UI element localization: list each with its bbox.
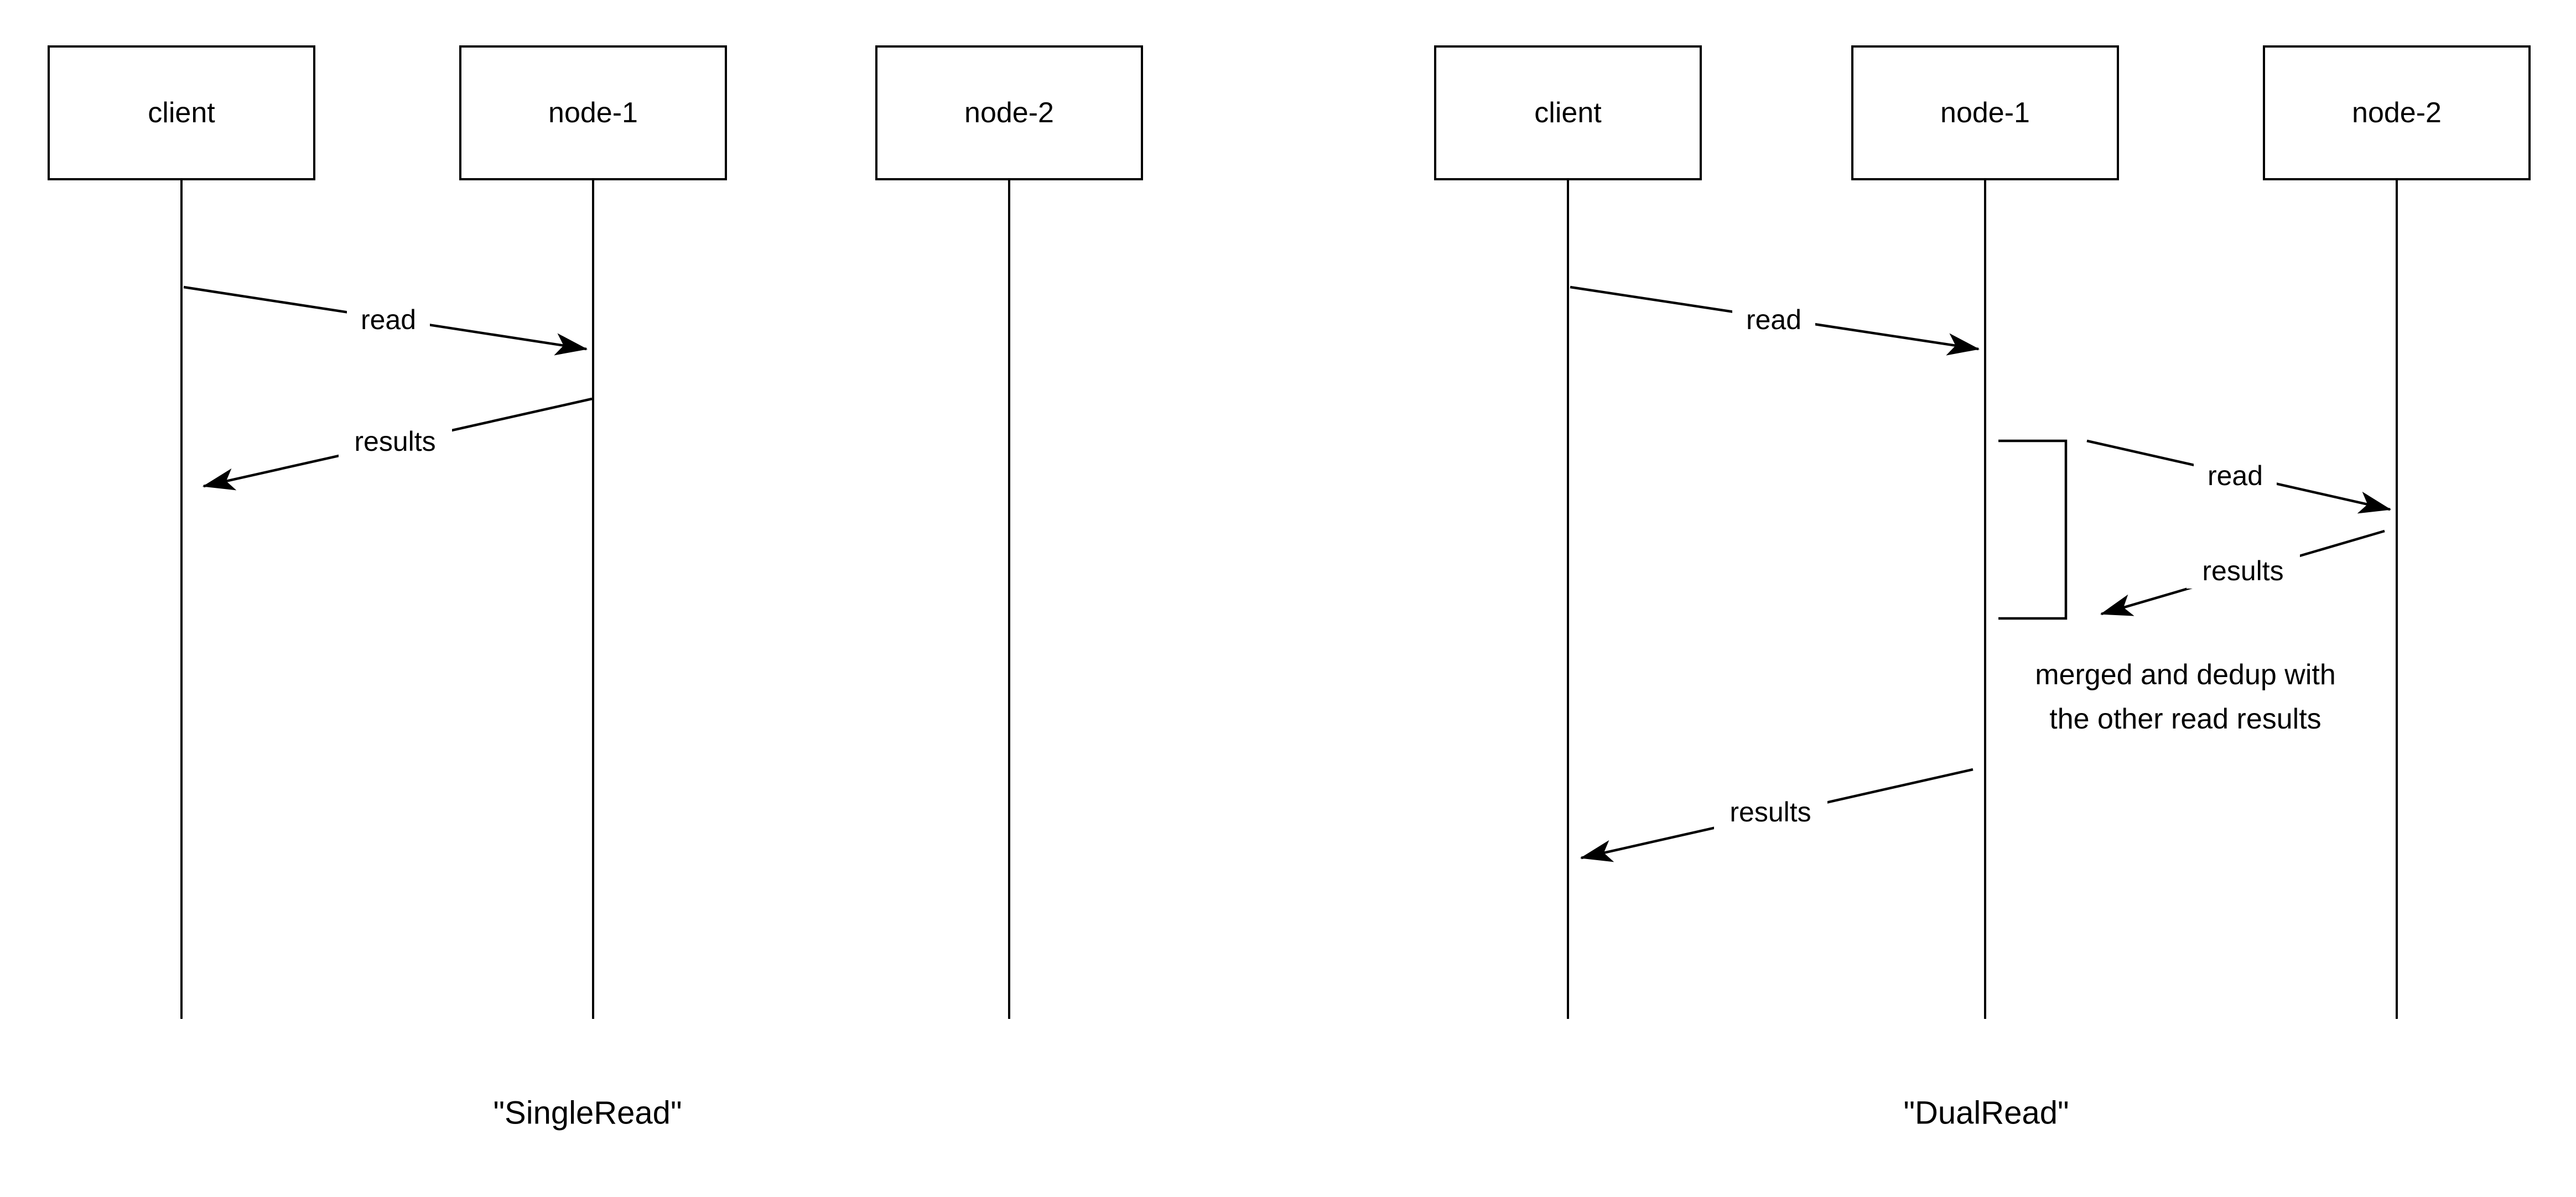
note-line-1: merged and dedup with [2035,659,2336,691]
diagram-caption-singleread: "SingleRead" [493,1095,682,1131]
actor-client: client [1434,45,1702,180]
actor-label: node-1 [1940,97,2030,129]
actor-node-2: node-2 [2263,45,2531,180]
actor-box [875,45,1143,180]
message-read-node1-to-node2: read [2086,439,2392,514]
diagram-caption-dualread: "DualRead" [1903,1095,2069,1131]
actor-box [1434,45,1702,180]
message-label: results [354,426,435,457]
message-label-background [1732,301,1815,337]
diagram-singleread: client node-1 node-2 read results "Singl… [48,45,1143,1131]
diagram-dualread: client node-1 node-2 read read resu [1434,45,2531,1131]
message-read-client-to-node1: read [1570,285,1980,356]
actor-label: node-1 [548,97,638,129]
actor-box [1851,45,2119,180]
message-label-background [1714,794,1827,830]
note-merged-dedup: merged and dedup with the other read res… [2035,659,2336,735]
message-label-background [2194,457,2277,493]
message-label: read [1746,304,1801,335]
message-read: read [183,285,588,356]
activation-bracket-node-1 [1998,439,2068,620]
message-results-node1-to-client: results [1580,768,1973,862]
actor-box [48,45,315,180]
message-label: read [361,304,416,335]
message-label-background [347,301,430,337]
message-label-background [339,424,452,459]
actor-label: node-2 [964,97,1054,129]
actor-label: client [1534,97,1602,129]
actor-node-2: node-2 [875,45,1143,180]
message-label-background [2187,553,2300,589]
actor-label: client [148,97,215,129]
message-label: results [2202,555,2283,586]
message-label: results [1730,797,1811,828]
actor-node-1: node-1 [459,45,727,180]
message-results-node2-to-node1: results [2100,529,2385,616]
actor-node-1: node-1 [1851,45,2119,180]
actor-label: node-2 [2352,97,2442,129]
actor-box [459,45,727,180]
actor-box [2263,45,2531,180]
actor-client: client [48,45,315,180]
note-line-2: the other read results [2049,703,2321,735]
message-results: results [202,397,593,491]
message-label: read [2208,460,2263,491]
